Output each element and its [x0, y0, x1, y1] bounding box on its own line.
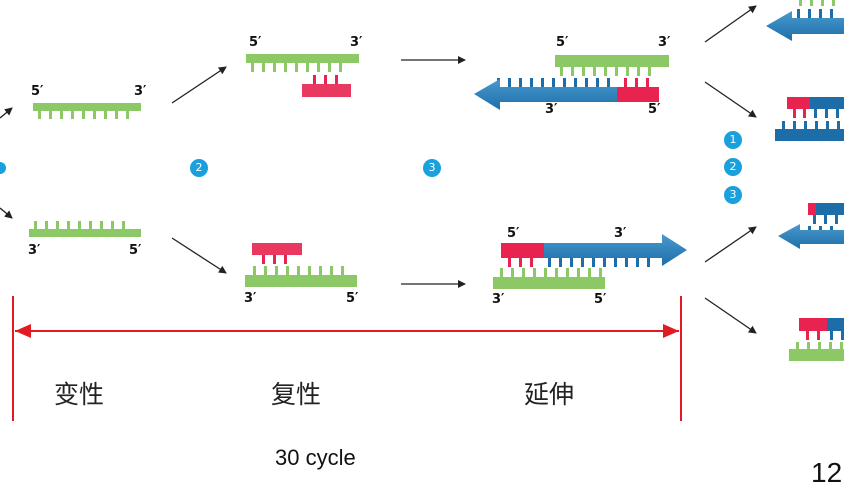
step-label-extend: 延伸: [524, 380, 575, 409]
strand-end-label: 5′: [249, 35, 262, 50]
strand-end-label: 5′: [507, 226, 520, 241]
arrow-icon: [171, 66, 227, 104]
strand-end-label: 3′: [28, 243, 41, 258]
arrow-icon: [704, 226, 757, 263]
strand-end-label: 3′: [134, 84, 147, 99]
extend-top-template: [555, 55, 669, 76]
strand-end-label: 3′: [545, 102, 558, 117]
arrow-icon: [704, 81, 757, 118]
step-badge-icon: 3: [423, 159, 441, 177]
strand-end-label: 3′: [492, 292, 505, 307]
arrow-icon: [704, 297, 757, 334]
step-badge-icon: 1: [724, 131, 742, 149]
step-label-denature: 变性: [54, 380, 105, 409]
extend-top-new-strand: [474, 78, 659, 110]
strand-end-label: 5′: [648, 102, 661, 117]
strand-end-label: 3′: [244, 291, 257, 306]
arrow-icon: [171, 237, 227, 274]
anneal-bottom-primer: [252, 243, 302, 264]
strand-end-label: 5′: [346, 291, 359, 306]
strand-end-label: 5′: [31, 84, 44, 99]
cycle-count-label: 30 cycle: [275, 445, 356, 470]
arrow-icon: [704, 5, 757, 43]
cycle-range-bracket: [12, 296, 682, 421]
strand-end-label: 3′: [350, 35, 363, 50]
arrow-icon: [0, 207, 13, 219]
extend-bottom-new-strand: [501, 234, 687, 267]
product-1: [766, 0, 844, 41]
strand-end-label: 5′: [556, 35, 569, 50]
strand-end-label: 3′: [658, 35, 671, 50]
arrow-icon: [0, 107, 13, 119]
pcr-diagram-canvas: [0, 0, 844, 421]
strand-end-label: 3′: [614, 226, 627, 241]
product-4: [789, 318, 844, 361]
step-badge-icon: 2: [724, 158, 742, 176]
product-2: [775, 97, 844, 141]
extend-bottom-template: [493, 268, 605, 289]
anneal-bottom-template: [245, 266, 357, 287]
step-badge-icon: 2: [190, 159, 208, 177]
anneal-top-primer: [302, 75, 351, 97]
strand-end-label: 5′: [129, 243, 142, 258]
denatured-bottom-strand: [29, 221, 141, 237]
denatured-top-strand: [33, 103, 141, 119]
step-label-anneal: 复性: [271, 380, 322, 409]
anneal-top-template: [246, 54, 359, 72]
page-number: 12: [811, 457, 843, 488]
step-badge-icon: 3: [724, 186, 742, 204]
product-3: [778, 203, 844, 249]
strand-end-label: 5′: [594, 292, 607, 307]
step-badge-icon: [0, 162, 6, 174]
